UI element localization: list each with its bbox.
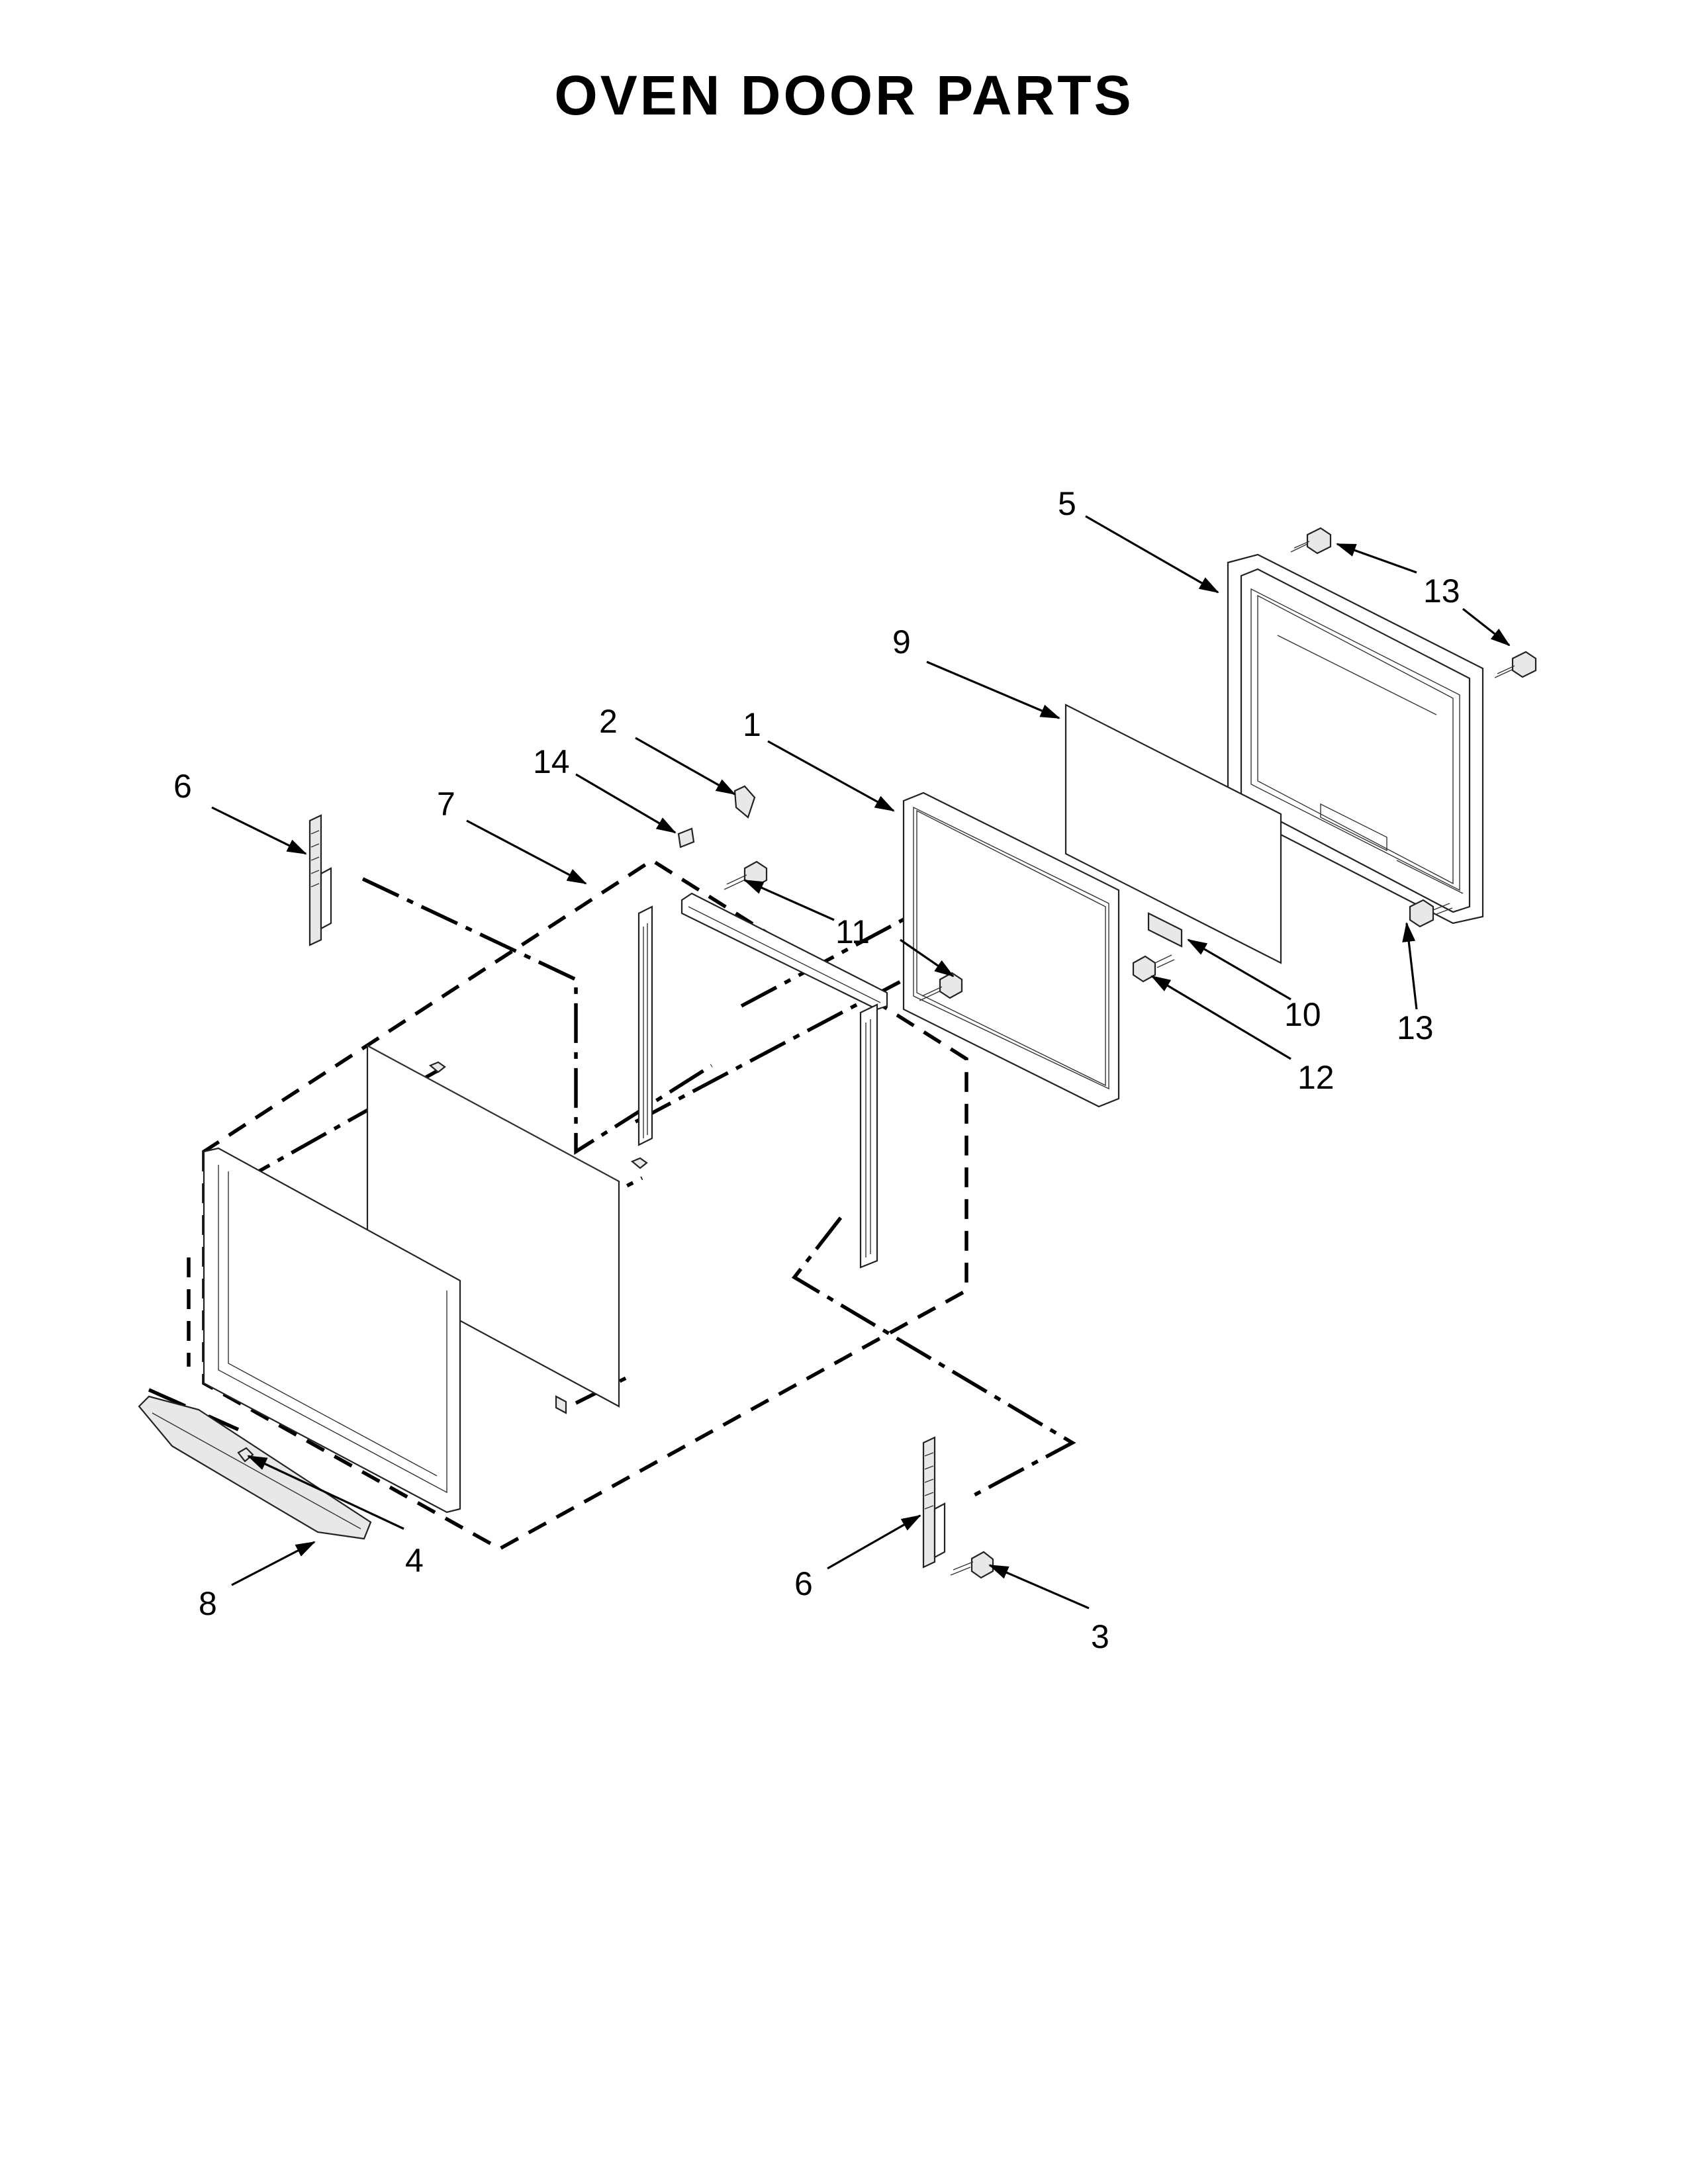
- outer-door-panel-icon: [1227, 553, 1484, 925]
- inner-door-glass-icon: [366, 1044, 648, 1414]
- door-hinge-icon: [308, 814, 332, 946]
- callout-3: 3: [1091, 1618, 1109, 1655]
- clip-icon: [733, 785, 756, 819]
- callout-labels: 5 13 9 2 1 14 6 7 11 10 13 12 4 8 6 3: [173, 485, 1460, 1655]
- callout-13: 13: [1423, 572, 1460, 610]
- door-front-frame-icon: [203, 1147, 461, 1514]
- door-glass-icon: [1064, 704, 1282, 964]
- page-title: OVEN DOOR PARTS: [554, 64, 1134, 126]
- callout-4: 4: [405, 1542, 424, 1579]
- hinge-screw-icon: [950, 1551, 994, 1579]
- callout-7: 7: [437, 786, 455, 823]
- retainer-screw-icon: [1132, 954, 1175, 983]
- callout-6: 6: [794, 1565, 813, 1602]
- callout-13: 13: [1397, 1009, 1434, 1046]
- callout-11: 11: [835, 913, 870, 950]
- callout-leaders: [211, 515, 1511, 1610]
- panel-screw-icon: [1290, 527, 1537, 928]
- door-hinge-icon: [922, 1436, 946, 1569]
- callout-10: 10: [1284, 996, 1321, 1033]
- callout-5: 5: [1058, 485, 1076, 522]
- glass-retainer-icon: [1147, 912, 1183, 948]
- spacer-pad-icon: [677, 827, 695, 848]
- handle-screw-icon: [237, 1447, 254, 1463]
- door-frame-rails: [637, 892, 888, 1269]
- callout-9: 9: [892, 623, 911, 660]
- inner-door-frame-icon: [902, 792, 1120, 1108]
- callout-6: 6: [173, 768, 192, 805]
- callout-14: 14: [533, 743, 570, 780]
- callout-8: 8: [199, 1585, 217, 1622]
- callout-2: 2: [599, 703, 618, 740]
- callout-1: 1: [743, 706, 761, 743]
- callout-12: 12: [1297, 1059, 1335, 1096]
